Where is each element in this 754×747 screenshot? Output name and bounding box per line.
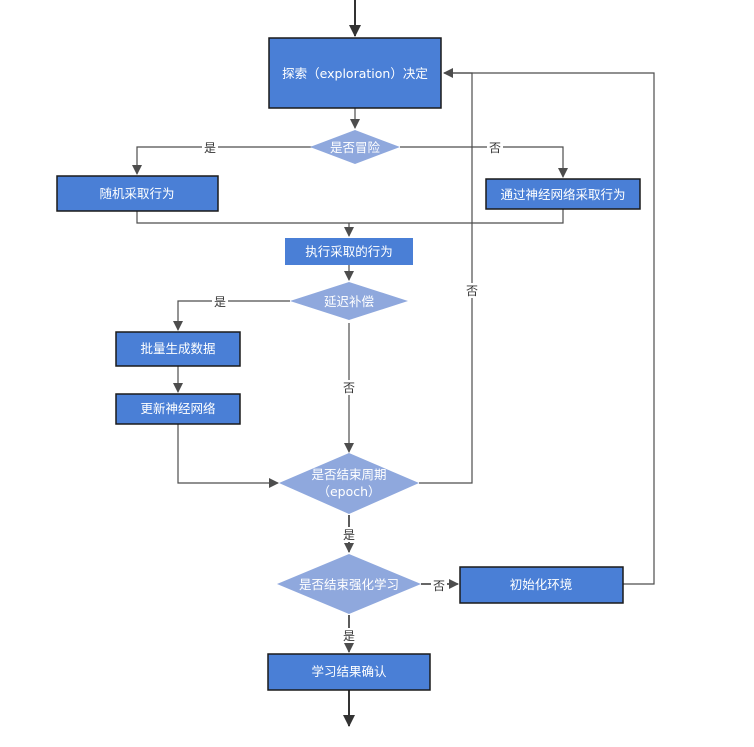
edge-epoch-no	[419, 68, 473, 484]
node-random-label: 随机采取行为	[99, 186, 174, 201]
label-risk-no-text: 否	[489, 141, 501, 155]
node-delay-label: 延迟补偿	[324, 294, 374, 309]
node-explore: 探索（exploration）决定	[268, 37, 442, 109]
edge-update-epoch	[177, 424, 279, 488]
node-batch-label: 批量生成数据	[140, 341, 215, 356]
edge-delay-yes	[173, 300, 290, 331]
node-end-rl: 是否结束强化学习	[277, 554, 421, 614]
edge-network-merge	[349, 209, 564, 224]
edge-random-merge	[136, 211, 349, 224]
node-network-action: 通过神经网络采取行为	[485, 178, 641, 210]
node-batch: 批量生成数据	[115, 331, 241, 367]
node-network-action-label: 通过神经网络采取行为	[500, 187, 625, 202]
node-epoch-label-2: （epoch）	[317, 484, 380, 499]
label-risk-yes: 是	[202, 140, 218, 155]
label-delay-yes-text: 是	[214, 295, 226, 309]
label-epoch-no: 否	[464, 283, 480, 298]
node-epoch-label-1: 是否结束周期	[311, 467, 386, 482]
label-risk-yes-text: 是	[204, 141, 216, 155]
node-init-env: 初始化环境	[459, 566, 624, 604]
label-delay-no: 否	[341, 380, 357, 395]
edge-init-loop	[444, 72, 655, 585]
label-end-no: 否	[431, 578, 447, 593]
node-random: 随机采取行为	[56, 175, 219, 212]
label-delay-yes: 是	[212, 294, 228, 309]
node-update: 更新神经网络	[115, 393, 241, 425]
label-epoch-no-text: 否	[466, 284, 478, 298]
node-explore-label: 探索（exploration）决定	[282, 66, 428, 81]
node-execute-label: 执行采取的行为	[305, 244, 393, 259]
node-risk-label: 是否冒险	[330, 140, 381, 155]
label-end-yes: 是	[341, 628, 357, 643]
edge-risk-yes	[132, 146, 315, 175]
node-update-label: 更新神经网络	[140, 401, 216, 416]
label-end-yes-text: 是	[343, 629, 355, 643]
node-delay: 延迟补偿	[290, 282, 408, 320]
node-confirm-label: 学习结果确认	[311, 664, 387, 679]
node-confirm: 学习结果确认	[267, 653, 431, 691]
node-execute: 执行采取的行为	[285, 238, 413, 265]
node-risk: 是否冒险	[310, 130, 400, 164]
edge-risk-no	[400, 146, 568, 178]
label-epoch-yes-text: 是	[343, 528, 355, 542]
node-end-rl-label: 是否结束强化学习	[299, 577, 399, 592]
label-epoch-yes: 是	[341, 527, 357, 542]
label-end-no-text: 否	[433, 579, 445, 593]
label-delay-no-text: 否	[343, 381, 355, 395]
node-init-env-label: 初始化环境	[510, 577, 573, 592]
label-risk-no: 否	[487, 140, 503, 155]
node-epoch: 是否结束周期 （epoch）	[279, 453, 419, 514]
